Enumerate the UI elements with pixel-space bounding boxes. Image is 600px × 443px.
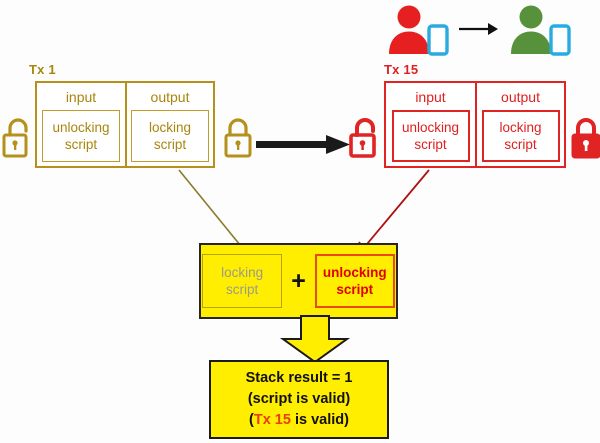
tx-left-locking-script-box: locking script — [131, 110, 209, 162]
connector-right-arrow — [354, 169, 430, 259]
actor-transfer-arrow — [457, 18, 501, 40]
tx-right-unlocking-script-box: unlocking script — [391, 110, 470, 162]
script-line-2: script — [336, 282, 374, 297]
receiver-actor — [507, 4, 575, 56]
arrow-right-icon — [256, 135, 350, 154]
actors-group — [385, 4, 585, 56]
validation-down-arrow — [275, 315, 355, 364]
script-line-1: unlocking — [401, 120, 460, 135]
tx-right-box: input unlocking script output locking sc… — [384, 81, 566, 168]
arrow-down-block-icon — [279, 315, 351, 364]
tx-right-output-title: output — [501, 89, 540, 105]
result-paren-open: ( — [249, 412, 254, 428]
arrow-right-icon — [459, 23, 498, 35]
combination-locking-script: locking script — [202, 254, 283, 308]
combination-box: locking script + unlocking script — [199, 243, 398, 319]
script-line-2: script — [64, 137, 98, 152]
tx-left-output-section: output locking script — [125, 83, 213, 166]
smartphone-icon — [427, 24, 449, 56]
padlock-closed-icon — [224, 118, 252, 158]
padlock-open-icon — [2, 118, 28, 158]
tx-left-closed-lock — [222, 116, 254, 162]
script-line-2: script — [226, 282, 259, 297]
tx-right-locking-script-box: locking script — [481, 110, 560, 162]
tx-right-input-section: input unlocking script — [386, 83, 475, 166]
tx-left-open-lock — [1, 116, 33, 162]
sender-actor — [385, 4, 453, 56]
flow-arrow — [256, 132, 354, 158]
result-line-3: (Tx 15 is valid) — [249, 410, 349, 431]
tx-left-label: Tx 1 — [29, 62, 56, 77]
padlock-closed-icon — [571, 118, 600, 159]
script-line-1: locking — [499, 120, 542, 135]
tx-right-label: Tx 15 — [384, 62, 419, 77]
tx-right-open-lock — [348, 116, 382, 162]
plus-operator: + — [291, 266, 306, 295]
tx-left-input-section: input unlocking script — [37, 83, 125, 166]
person-icon — [389, 5, 449, 56]
tx-right-output-section: output locking script — [475, 83, 564, 166]
script-line-1: unlocking — [52, 120, 110, 135]
tx-right-closed-lock — [570, 116, 600, 162]
tx-left-box: input unlocking script output locking sc… — [35, 81, 215, 168]
tx-left-output-title: output — [150, 89, 190, 105]
script-line-1: unlocking — [322, 265, 387, 280]
script-line-1: locking — [221, 265, 264, 280]
result-line-1: Stack result = 1 — [245, 370, 353, 386]
script-line-2: script — [414, 137, 447, 152]
tx-left-unlocking-script-box: unlocking script — [42, 110, 120, 162]
smartphone-icon — [549, 24, 571, 56]
result-line-2: (script is valid) — [247, 391, 351, 407]
tx-right-input-title: input — [415, 89, 446, 105]
person-icon — [511, 5, 571, 56]
script-line-2: script — [504, 137, 537, 152]
result-tx-reference: Tx 15 — [253, 412, 291, 428]
connector-left-arrow — [178, 169, 252, 259]
result-box: Stack result = 1 (script is valid) (Tx 1… — [209, 360, 389, 439]
result-paren-close: is valid) — [290, 412, 349, 428]
tx-left-input-title: input — [65, 89, 97, 105]
script-line-1: locking — [148, 120, 192, 135]
script-line-2: script — [153, 137, 187, 152]
combination-unlocking-script: unlocking script — [314, 254, 395, 308]
padlock-open-icon — [349, 118, 376, 158]
